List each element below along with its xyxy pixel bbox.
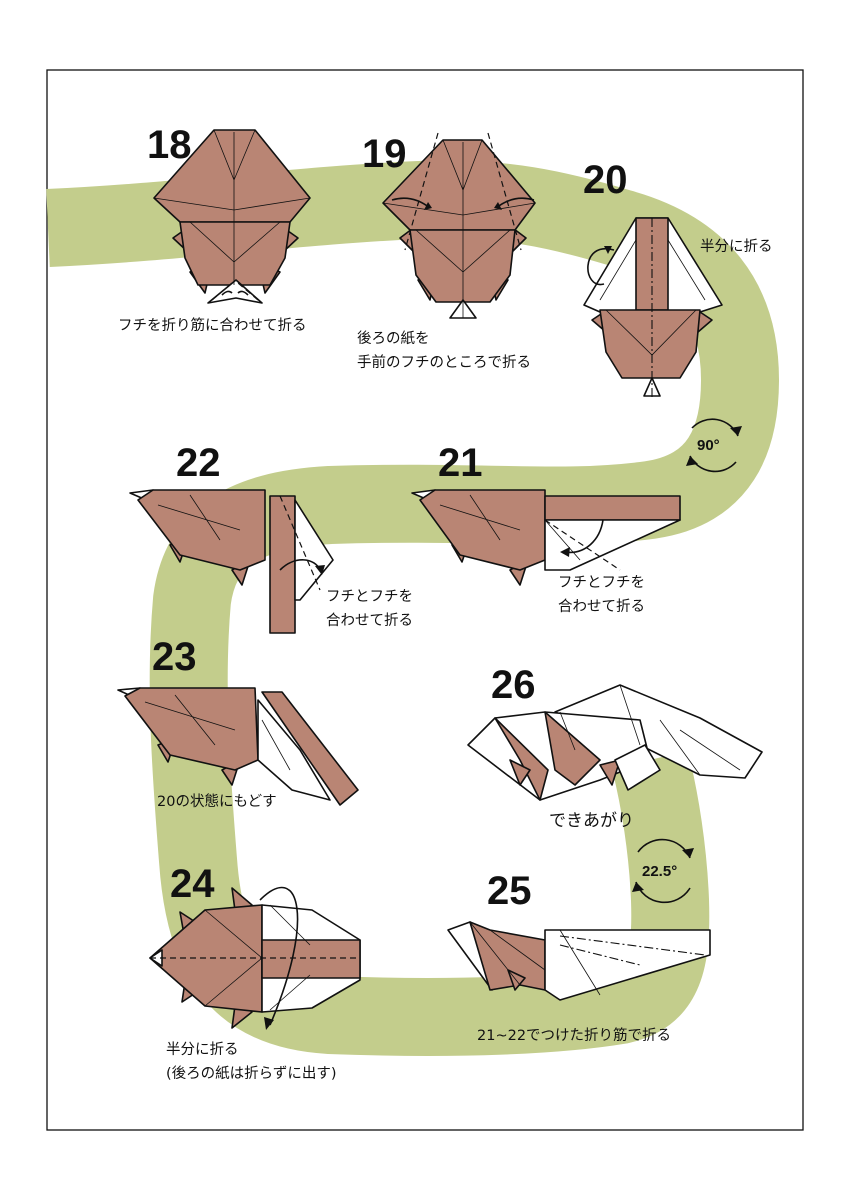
step-caption: (後ろの紙は折らずに出す) (166, 1065, 337, 1082)
step-caption: 合わせて折る (326, 612, 413, 629)
step-number: 20 (583, 158, 628, 202)
step-20-figure (583, 217, 723, 398)
step-number: 24 (170, 862, 215, 906)
step-20: 20 半分に折る (583, 158, 773, 398)
step-25-figure (447, 921, 711, 1001)
step-caption: フチを折り筋に合わせて折る (118, 317, 307, 334)
step-26: 26 できあがり (467, 663, 763, 831)
step-caption: 21~22でつけた折り筋で折る (477, 1027, 671, 1044)
step-caption: 半分に折る (166, 1041, 239, 1058)
step-caption: できあがり (549, 811, 634, 831)
step-number: 22 (176, 441, 221, 485)
step-caption: フチとフチを (558, 574, 645, 591)
step-21: 21 フチとフチを 合わせて折る (411, 441, 681, 615)
step-19: 19 後ろの紙を 手前のフチのところで折る (357, 132, 536, 371)
step-26-figure (467, 684, 763, 801)
rotation-22-5: 22.5° (632, 838, 694, 904)
step-24: 24 半分に折る (後ろの紙は折らずに出す) (149, 862, 361, 1082)
step-number: 25 (487, 869, 532, 913)
rotation-label: 22.5° (642, 863, 677, 880)
rotation-label: 90° (697, 437, 720, 454)
page-border (46, 69, 804, 1131)
step-22-figure (129, 489, 334, 634)
step-25: 25 21~22でつけた折り筋で折る (447, 869, 711, 1044)
step-19-figure (382, 132, 536, 319)
step-23-figure (117, 687, 359, 806)
rotation-90: 90° (686, 418, 742, 473)
step-18-figure (153, 129, 311, 304)
step-caption: 後ろの紙を (357, 330, 430, 347)
step-23: 23 20の状態にもどす (117, 635, 359, 810)
step-number: 19 (362, 132, 407, 176)
step-21-figure (411, 489, 681, 586)
step-number: 21 (438, 441, 483, 485)
step-22: 22 フチとフチを 合わせて折る (129, 441, 413, 634)
step-number: 26 (491, 663, 536, 707)
step-24-figure (149, 886, 361, 1030)
step-caption: 20の状態にもどす (157, 793, 277, 810)
step-number: 18 (147, 123, 192, 167)
step-number: 23 (152, 635, 197, 679)
step-caption: フチとフチを (326, 588, 413, 605)
step-caption: 手前のフチのところで折る (357, 354, 531, 371)
step-18: 18 フチを折り筋に合わせて折る (118, 123, 311, 334)
step-caption: 半分に折る (700, 238, 773, 255)
step-caption: 合わせて折る (558, 598, 645, 615)
